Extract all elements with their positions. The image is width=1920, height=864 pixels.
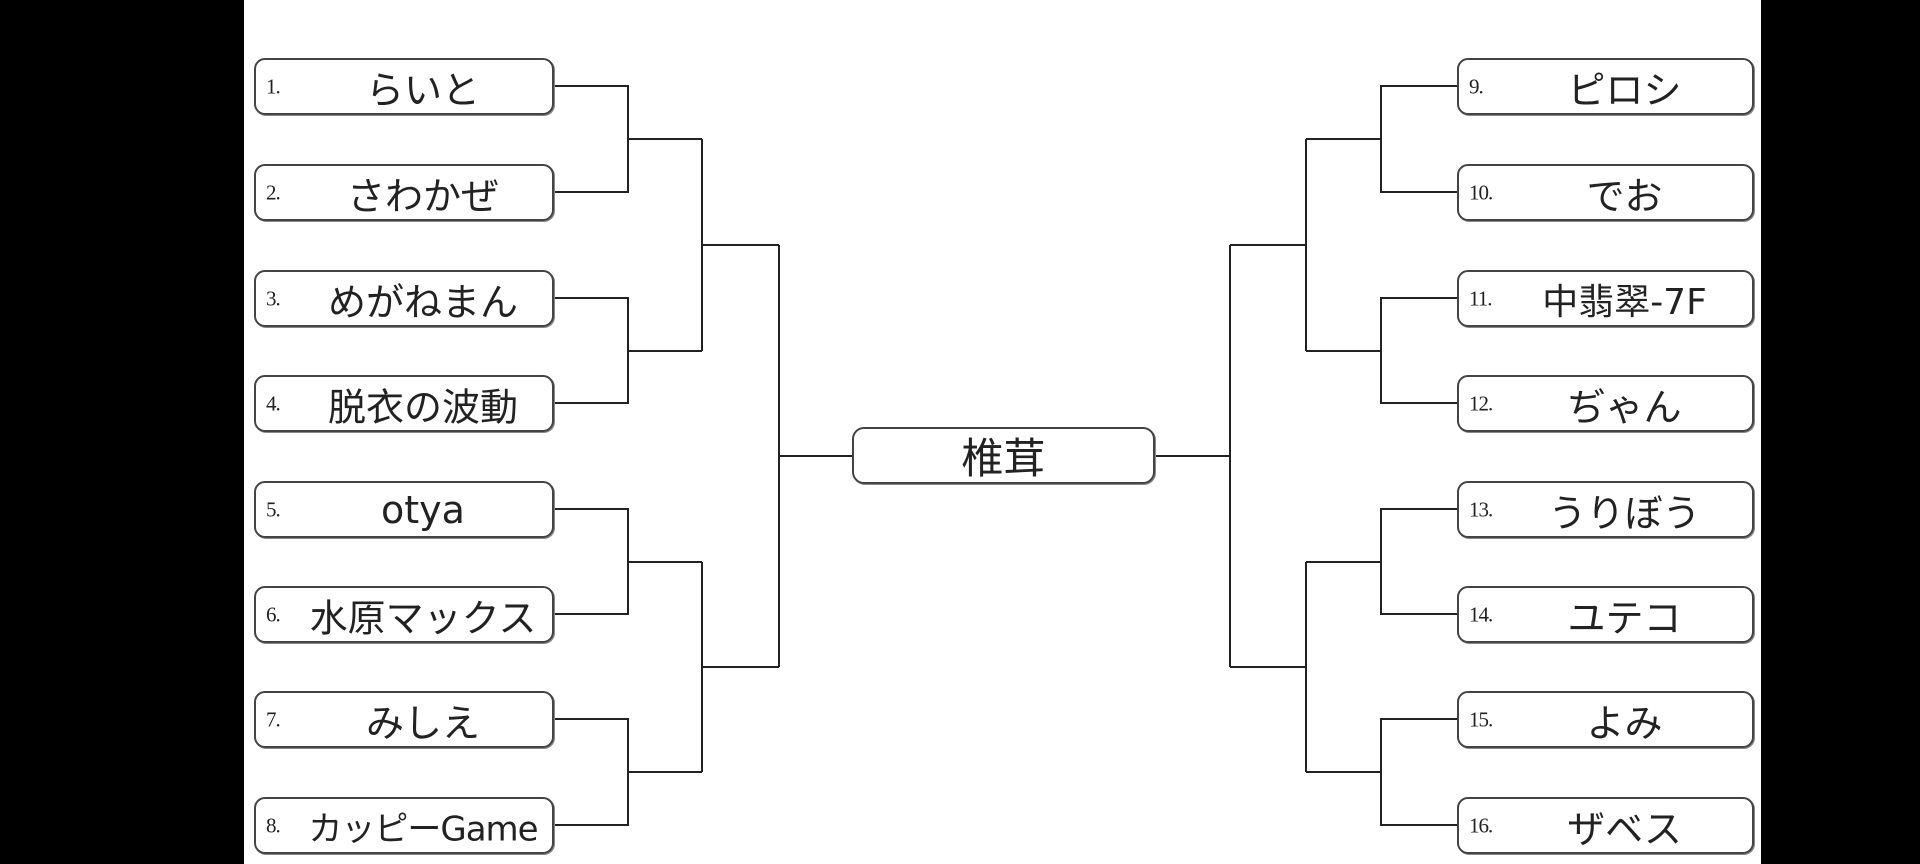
entry-number: 11. — [1469, 286, 1493, 310]
right-r1-connector — [1380, 718, 1457, 826]
entry-10: 10. でお — [1457, 164, 1754, 221]
entry-11: 11. 中翡翠-7F — [1457, 270, 1754, 327]
entry-name: otya — [381, 487, 465, 532]
left-r1-connector — [554, 297, 629, 404]
left-r1-connector — [554, 718, 629, 826]
entry-number: 7. — [266, 707, 281, 731]
entry-number: 13. — [1469, 497, 1493, 521]
entry-name: みしえ — [365, 701, 480, 745]
entry-number: 2. — [266, 180, 281, 204]
entry-name: よみ — [1586, 701, 1663, 745]
entry-number: 14. — [1469, 602, 1493, 626]
entry-2: 2. さわかぜ — [254, 164, 554, 221]
right-r1-connector — [1380, 508, 1457, 615]
bracket-sheet: 1. らいと 2. さわかぜ 3. めがねまん 4. 脱衣の波動 5. otya… — [244, 0, 1761, 864]
entry-6: 6. 水原マックス — [254, 586, 554, 643]
entry-number: 12. — [1469, 391, 1493, 415]
entry-1: 1. らいと — [254, 58, 554, 115]
entry-14: 14. ユテコ — [1457, 586, 1754, 643]
left-r1-connector — [554, 85, 629, 193]
entry-number: 10. — [1469, 180, 1493, 204]
entry-3: 3. めがねまん — [254, 270, 554, 327]
entry-number: 6. — [266, 602, 281, 626]
entry-name: さわかぜ — [346, 174, 499, 218]
entry-4: 4. 脱衣の波動 — [254, 375, 554, 432]
entry-number: 15. — [1469, 707, 1493, 731]
entry-number: 8. — [266, 813, 281, 837]
entry-name: うりぼう — [1548, 491, 1701, 535]
entry-number: 4. — [266, 391, 281, 415]
entry-name: 水原マックス — [309, 596, 537, 640]
entry-8: 8. カッピーGame — [254, 797, 554, 854]
entry-9: 9. ピロシ — [1457, 58, 1754, 115]
champion-name: 椎茸 — [961, 434, 1046, 483]
champion-box: 椎茸 — [852, 427, 1155, 484]
entry-name: 脱衣の波動 — [327, 385, 518, 429]
entry-name: ユテコ — [1567, 596, 1682, 640]
entry-number: 9. — [1469, 74, 1484, 98]
entry-name: ザベス — [1567, 807, 1682, 851]
entry-number: 16. — [1469, 813, 1493, 837]
entry-16: 16. ザベス — [1457, 797, 1754, 854]
entry-number: 5. — [266, 497, 281, 521]
entry-name: でお — [1586, 174, 1663, 218]
right-r1-connector — [1380, 85, 1457, 193]
entry-number: 3. — [266, 286, 281, 310]
entry-15: 15. よみ — [1457, 691, 1754, 748]
left-r1-connector — [554, 508, 629, 615]
entry-name: カッピーGame — [308, 809, 538, 849]
entry-name: らいと — [365, 68, 480, 112]
entry-name: ぢゃん — [1567, 385, 1682, 429]
entry-number: 1. — [266, 74, 281, 98]
bracket-lines — [554, 85, 1457, 826]
entry-12: 12. ぢゃん — [1457, 375, 1754, 432]
entry-13: 13. うりぼう — [1457, 481, 1754, 538]
right-r1-connector — [1380, 297, 1457, 404]
entry-name: 中翡翠-7F — [1542, 281, 1707, 323]
entry-name: めがねまん — [327, 280, 518, 324]
entry-5: 5. otya — [254, 481, 554, 538]
entry-7: 7. みしえ — [254, 691, 554, 748]
entry-name: ピロシ — [1567, 68, 1682, 112]
